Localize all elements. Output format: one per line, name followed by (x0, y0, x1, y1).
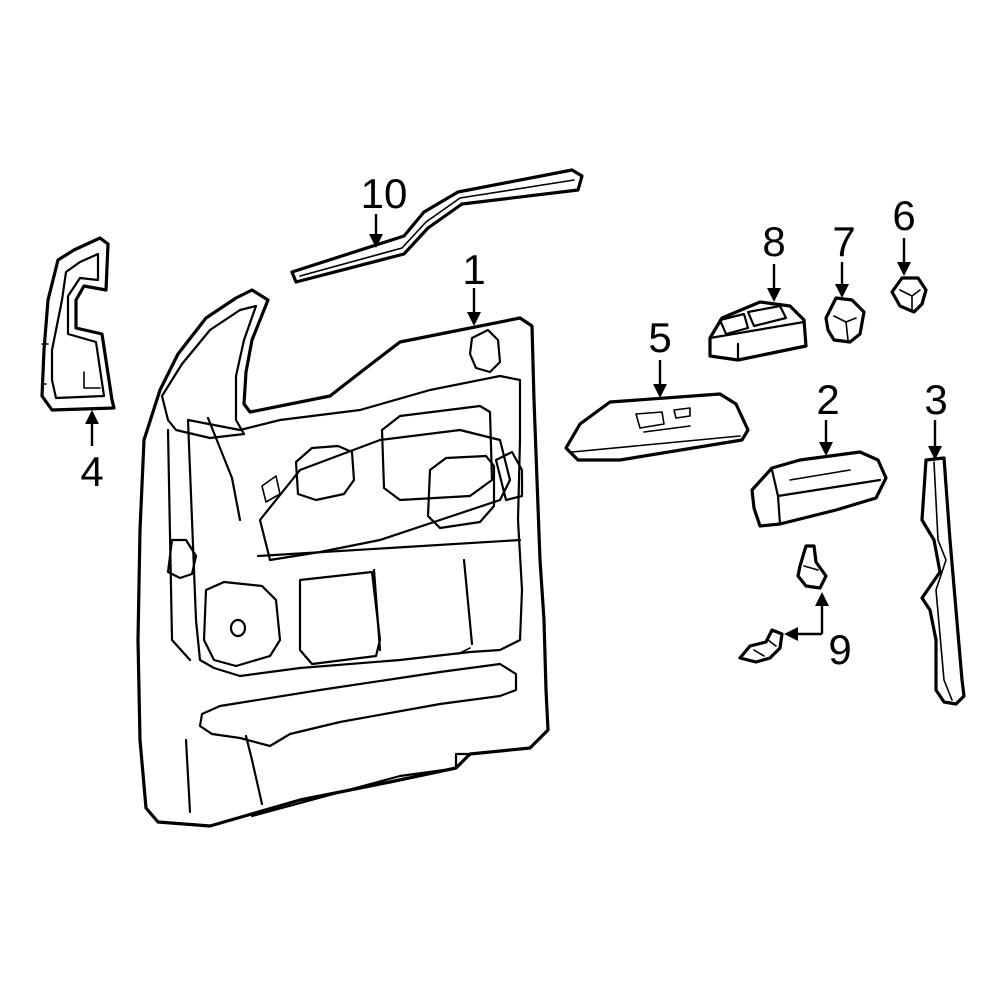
leader-4 (85, 410, 99, 446)
callout-2: 2 (816, 376, 839, 423)
leader-9 (784, 592, 829, 641)
callout-6: 6 (892, 192, 915, 239)
callout-7: 7 (832, 218, 855, 265)
callout-4: 4 (80, 448, 103, 495)
callout-5: 5 (648, 314, 671, 361)
callout-9: 9 (828, 626, 851, 673)
part-9-bracket-upper (796, 544, 828, 590)
leader-5 (653, 360, 667, 398)
callout-3: 3 (924, 376, 947, 423)
part-4-mirror-bezel (40, 236, 116, 412)
part-8-window-switch (708, 300, 808, 362)
part-6-clip (890, 276, 928, 314)
leader-1 (467, 288, 481, 326)
leader-7 (835, 262, 849, 298)
leader-10 (369, 214, 383, 248)
leader-2 (819, 420, 833, 456)
part-3-pillar-trim (920, 456, 966, 706)
callout-1: 1 (462, 246, 485, 293)
callout-10: 10 (361, 170, 408, 217)
leader-3 (928, 420, 942, 460)
part-5-switch-bezel (564, 392, 750, 462)
leader-6 (897, 238, 911, 276)
part-1-door-trim-panel (136, 288, 550, 828)
leader-8 (767, 264, 781, 302)
part-7-switch (824, 296, 866, 344)
part-2-armrest-pad (750, 450, 888, 528)
callout-8: 8 (762, 218, 785, 265)
part-10-upper-trim (290, 168, 584, 284)
part-9-bracket-lower (738, 628, 784, 664)
